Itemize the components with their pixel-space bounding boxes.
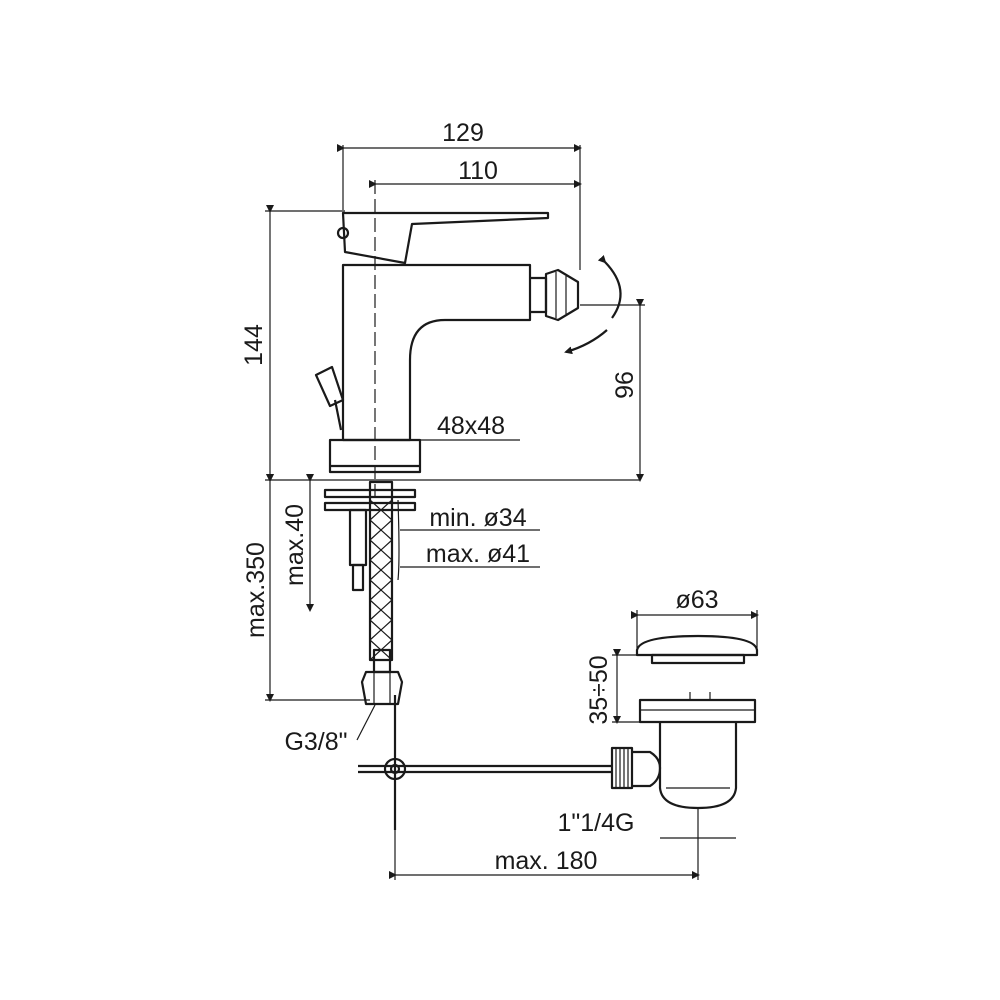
- under-deck-assembly: [323, 480, 417, 706]
- dim-waste-lift: 35÷50: [585, 655, 613, 724]
- dim-flexible-length: max.350: [242, 542, 270, 638]
- dim-rod-length: max. 180: [495, 847, 598, 875]
- dim-110: 110: [458, 157, 498, 185]
- dimension-lines: [265, 144, 759, 880]
- dim-waste-diameter: ø63: [675, 586, 718, 614]
- dim-hole-min: min. ø34: [429, 504, 526, 532]
- dim-base: 48x48: [437, 412, 505, 440]
- mixer-body: [314, 180, 622, 500]
- dim-96: 96: [611, 371, 639, 399]
- dim-hole-max: max. ø41: [426, 540, 530, 568]
- dim-144: 144: [240, 324, 268, 366]
- dim-deck-thickness: max.40: [281, 504, 309, 586]
- waste-rod: [358, 695, 612, 830]
- dim-129: 129: [442, 119, 484, 147]
- dimension-labels: 129 110 144 96 48x48 min. ø34 max. ø41 m…: [240, 119, 719, 875]
- dim-waste-thread: 1"1/4G: [558, 809, 635, 837]
- dim-connection-thread: G3/8": [284, 728, 347, 756]
